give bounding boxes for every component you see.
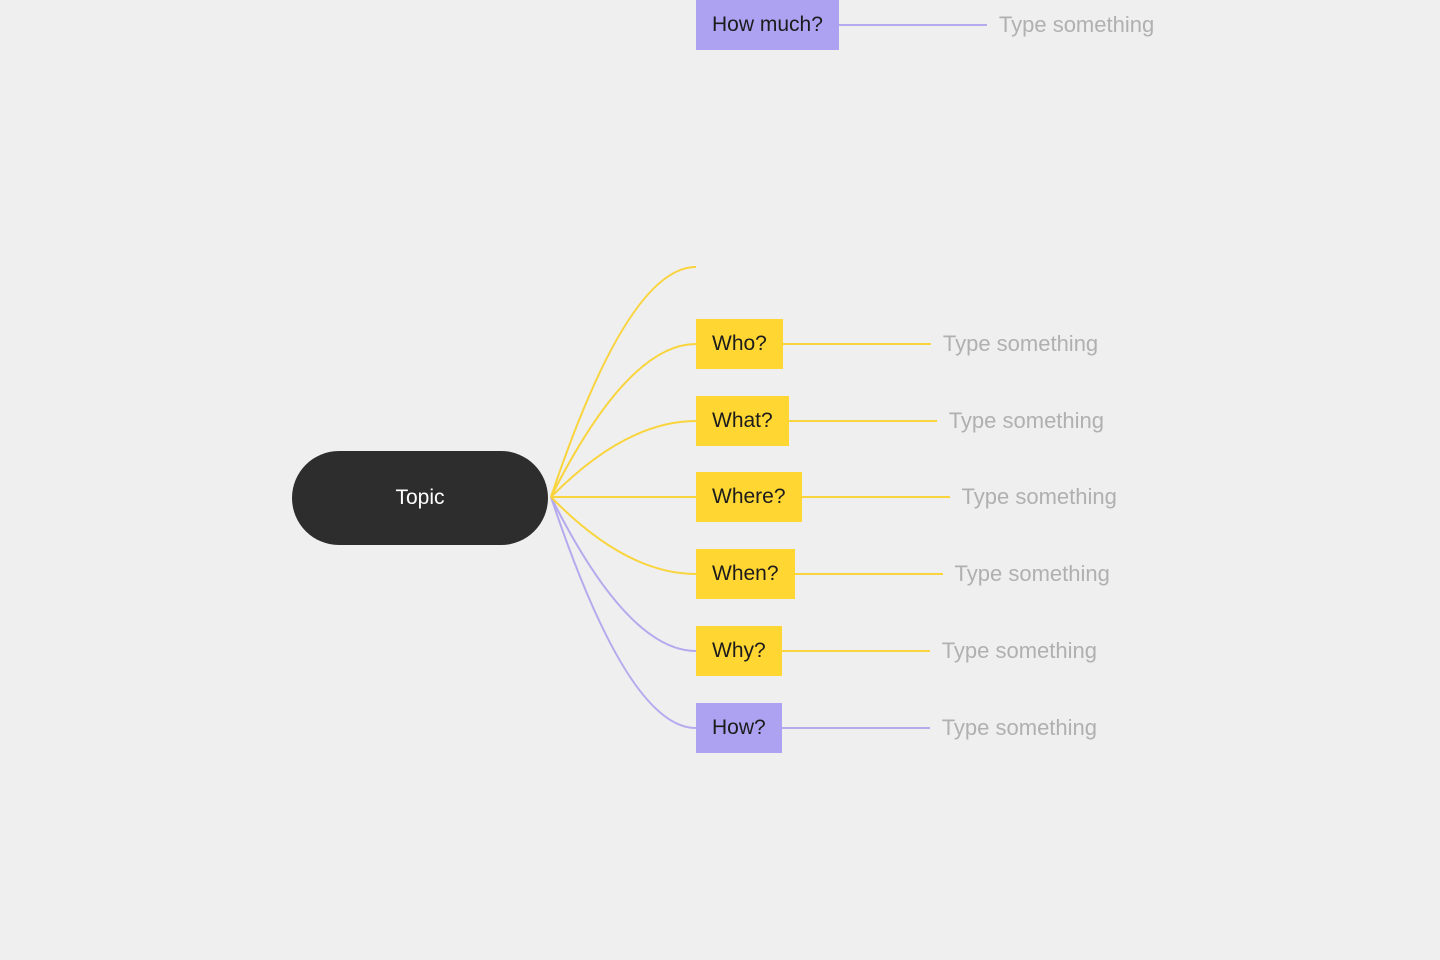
topic-node[interactable]: Topic xyxy=(292,451,548,545)
branch-placeholder-why[interactable]: Type something xyxy=(941,638,1097,663)
branch-placeholder-when[interactable]: Type something xyxy=(954,561,1110,586)
branch-node-when[interactable]: When? xyxy=(696,549,795,599)
branch-when: When? Type something xyxy=(696,549,1110,599)
branch-node-how[interactable]: How? xyxy=(696,703,782,753)
branch-placeholder-how-much[interactable]: Type something xyxy=(998,12,1155,37)
branch-placeholder-where[interactable]: Type something xyxy=(961,484,1117,509)
branch-how: How? Type something xyxy=(696,703,1097,753)
branch-connector-how xyxy=(781,727,930,729)
branch-node-why[interactable]: Why? xyxy=(696,626,782,676)
curve-why xyxy=(550,496,697,575)
branch-what: What? Type something xyxy=(696,396,1104,446)
branch-connector-who xyxy=(782,343,931,345)
branch-connector-where xyxy=(801,496,950,498)
branch-connector-why xyxy=(781,650,930,652)
branch-why: Why? Type something xyxy=(696,626,1097,676)
branch-placeholder-how[interactable]: Type something xyxy=(941,715,1098,740)
curve-how xyxy=(550,496,697,652)
curve-where xyxy=(550,420,697,498)
curve-how-much xyxy=(550,496,697,729)
branch-connector-what xyxy=(788,420,937,422)
branch-placeholder-who[interactable]: Type something xyxy=(942,331,1099,356)
branch-node-who[interactable]: Who? xyxy=(696,319,783,369)
branch-placeholder-what[interactable]: Type something xyxy=(948,408,1105,433)
branch-how-much: How much? Type something xyxy=(696,0,1154,50)
branch-who: Who? Type something xyxy=(696,319,1098,369)
curve-what xyxy=(550,343,697,498)
branch-connector-when xyxy=(794,573,943,575)
branch-node-how-much[interactable]: How much? xyxy=(696,0,839,50)
branch-node-where[interactable]: Where? xyxy=(696,472,802,522)
branch-node-what[interactable]: What? xyxy=(696,396,789,446)
curve-who xyxy=(550,266,697,498)
branch-where: Where? Type something xyxy=(696,472,1117,522)
branch-connector-how-much xyxy=(838,24,987,26)
